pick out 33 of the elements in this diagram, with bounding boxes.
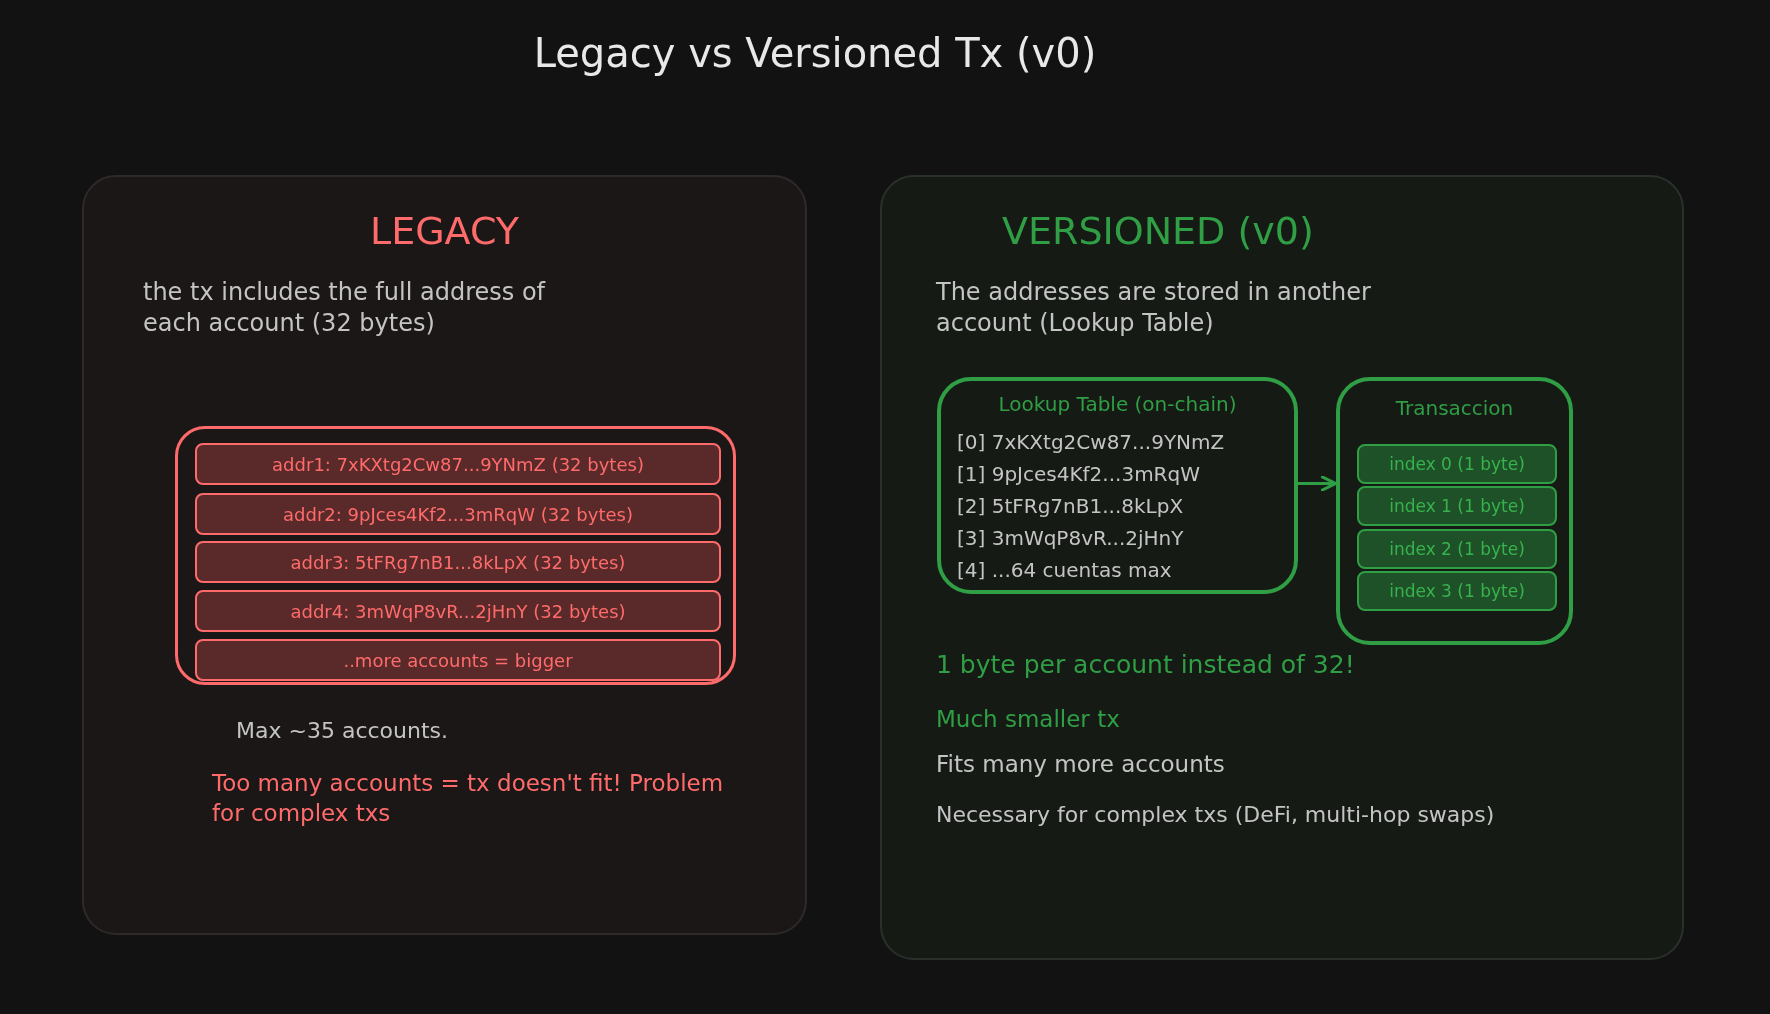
index-row: index 3 (1 byte) bbox=[1357, 571, 1557, 611]
table-heading: Lookup Table (on-chain) bbox=[997, 391, 1238, 417]
address-row: addr4: 3mWqP8vR...2jHnY (32 bytes) bbox=[195, 590, 721, 632]
description-text: The addresses are stored in another account (Lookup Table) bbox=[936, 277, 1372, 340]
table-entry: [3] 3mWqP8vR...2jHnY bbox=[957, 525, 1185, 551]
table-entry: [1] 9pJces4Kf2...3mRqW bbox=[957, 461, 1201, 487]
panel-heading: VERSIONED (v0) bbox=[1002, 208, 1315, 255]
address-row: addr1: 7xKXtg2Cw87...9YNmZ (32 bytes) bbox=[195, 443, 721, 485]
note-text: Necessary for complex txs (DeFi, multi-hop swaps) bbox=[936, 801, 1496, 829]
panel-card bbox=[82, 175, 807, 935]
index-row: index 1 (1 byte) bbox=[1357, 486, 1557, 526]
arrow bbox=[1296, 474, 1337, 493]
address-row: addr2: 9pJces4Kf2...3mRqW (32 bytes) bbox=[195, 493, 721, 535]
panel-card bbox=[880, 175, 1684, 960]
address-list-frame bbox=[175, 426, 736, 685]
description-text: the tx includes the full address of each account (32 bytes) bbox=[143, 277, 547, 340]
note-text: Fits many more accounts bbox=[936, 750, 1226, 779]
panel-heading: LEGACY bbox=[369, 208, 520, 255]
address-row: addr3: 5tFRg7nB1...8kLpX (32 bytes) bbox=[195, 541, 721, 583]
diagram-title: Legacy vs Versioned Tx (v0) bbox=[532, 30, 1098, 76]
note-text: 1 byte per account instead of 32! bbox=[936, 649, 1356, 681]
note-text: Much smaller tx bbox=[936, 705, 1121, 734]
box-heading: Transaccion bbox=[1394, 395, 1515, 421]
warning-text: Too many accounts = tx doesn't fit! Problem for complex txs bbox=[212, 769, 725, 828]
table-entry: [4] ...64 cuentas max bbox=[957, 557, 1173, 583]
table-box bbox=[1336, 377, 1573, 645]
index-row: index 2 (1 byte) bbox=[1357, 529, 1557, 569]
table-entry: [2] 5tFRg7nB1...8kLpX bbox=[957, 493, 1185, 519]
address-row: ..more accounts = bigger bbox=[195, 639, 721, 681]
table-box bbox=[937, 377, 1298, 594]
index-row: index 0 (1 byte) bbox=[1357, 444, 1557, 484]
note-text: Max ~35 accounts. bbox=[236, 717, 449, 745]
table-entry: [0] 7xKXtg2Cw87...9YNmZ bbox=[957, 429, 1226, 455]
